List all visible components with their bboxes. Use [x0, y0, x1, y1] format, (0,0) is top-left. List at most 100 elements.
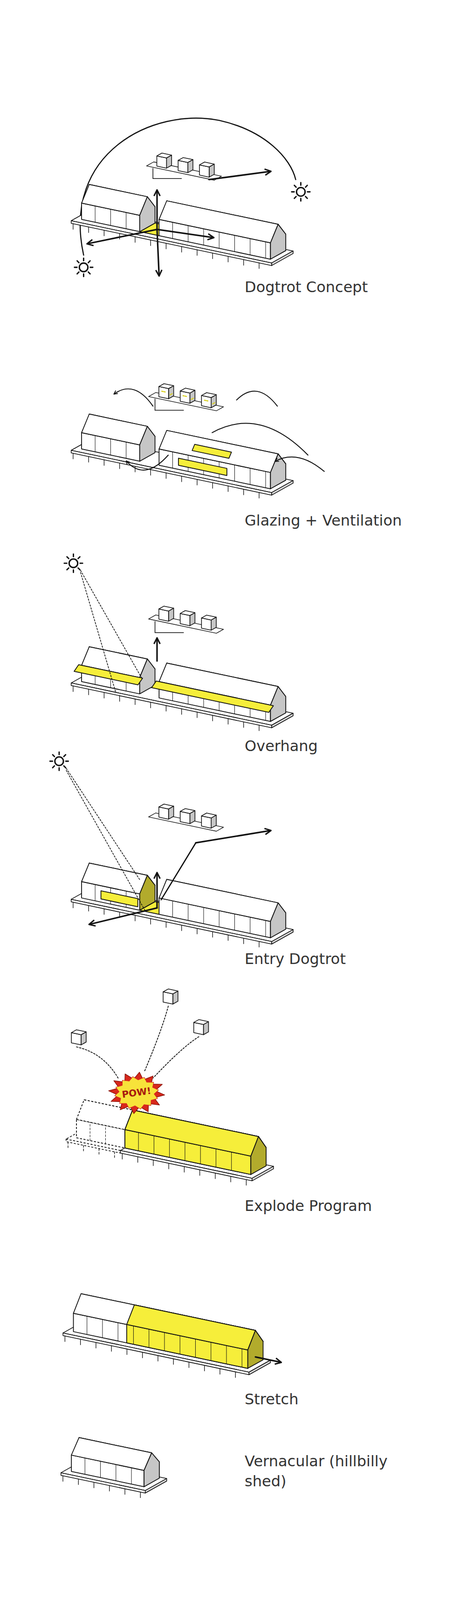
- deck-post: [83, 1145, 84, 1152]
- wall-post: [184, 1142, 186, 1161]
- sun-ray-line: [66, 770, 146, 912]
- glazing-strip: [191, 444, 232, 459]
- wall-post: [110, 209, 111, 226]
- deck-post: [212, 253, 213, 259]
- sun-ray: [300, 182, 302, 186]
- wall-post: [125, 212, 127, 229]
- wall-post: [100, 1461, 101, 1478]
- wall-post: [215, 1149, 217, 1168]
- wall-post: [131, 1467, 132, 1485]
- deck-post: [227, 256, 229, 262]
- sun-ray: [78, 556, 81, 559]
- link-line: [155, 621, 184, 633]
- deck-post: [165, 472, 167, 479]
- window-mark: [204, 400, 209, 402]
- vernacular-drawing: [61, 1437, 167, 1498]
- deck-post: [150, 918, 151, 925]
- sun-ray: [49, 760, 53, 762]
- wall-post: [84, 1458, 86, 1475]
- deck-post: [72, 685, 74, 692]
- sun-ray: [65, 760, 69, 762]
- sun-ray: [58, 767, 60, 771]
- wall-post: [102, 1319, 103, 1338]
- wall-post: [89, 1122, 91, 1141]
- deck-post: [168, 1163, 169, 1170]
- window-mark: [183, 395, 187, 397]
- entry-dogtrot-drawing: [49, 752, 294, 948]
- window-mark: [212, 402, 215, 404]
- front-roof: [158, 200, 278, 243]
- sun-ray: [300, 198, 302, 201]
- wall-post: [226, 1345, 227, 1364]
- wall-post: [138, 1132, 139, 1152]
- sun-symbol: [296, 187, 305, 197]
- sun-path: [80, 118, 296, 256]
- wall-post: [249, 238, 251, 255]
- deck-post: [227, 718, 229, 725]
- gable-end: [143, 1452, 160, 1488]
- sun-symbol: [79, 263, 88, 272]
- deck-post: [227, 486, 229, 492]
- sun-ray: [305, 185, 308, 188]
- gable-end: [247, 1330, 264, 1369]
- deck-post: [137, 1157, 138, 1163]
- sun-ray: [77, 260, 80, 263]
- caption-label: Glazing + Ventilation: [244, 510, 402, 531]
- direction-arrow: [156, 190, 158, 230]
- deck-post: [243, 489, 244, 495]
- deck-post: [111, 1345, 112, 1352]
- program-cube: [199, 162, 215, 168]
- sun-symbol: [54, 757, 64, 766]
- overhang-drawing: [64, 554, 294, 731]
- deck-post: [103, 692, 105, 699]
- sun-ray: [88, 260, 90, 263]
- sun-ray: [88, 272, 90, 275]
- deck-post: [181, 925, 182, 932]
- wall-post: [187, 904, 189, 921]
- wall-post: [95, 205, 96, 223]
- starburst: [108, 1072, 165, 1114]
- program-cube: [71, 1029, 87, 1035]
- sun-ray: [90, 266, 93, 268]
- airflow-arrow: [114, 389, 153, 407]
- wall-post: [210, 1342, 212, 1361]
- wall-post: [231, 1152, 232, 1171]
- wall-post: [234, 465, 235, 482]
- sun-ray: [78, 568, 81, 570]
- gable-end: [139, 426, 156, 462]
- deck-post: [72, 453, 74, 460]
- link-line: [152, 168, 182, 179]
- sun-ray: [305, 196, 308, 199]
- deck-post: [64, 1336, 66, 1342]
- wall-post: [219, 232, 220, 249]
- front-roof: [81, 414, 148, 446]
- direction-arrow: [195, 830, 271, 843]
- sun-ray: [64, 562, 67, 564]
- link-line: [161, 842, 196, 900]
- sun-ray: [72, 554, 75, 557]
- wall-post: [249, 917, 251, 934]
- sun-ray: [82, 258, 85, 261]
- program-cube: [178, 157, 193, 163]
- wall-post: [172, 452, 173, 469]
- wall-post: [105, 1125, 106, 1145]
- deck-post: [152, 1160, 154, 1166]
- wall-post: [164, 1332, 165, 1351]
- deck-post: [134, 466, 136, 473]
- deck-post: [212, 482, 213, 489]
- deck-post: [124, 1488, 125, 1495]
- program-cube: [157, 153, 172, 159]
- deck-post: [157, 1355, 158, 1362]
- program-cube: [201, 813, 217, 819]
- deck-post: [67, 1142, 69, 1148]
- deck-post: [230, 1176, 232, 1183]
- deck-post: [181, 246, 182, 253]
- deck-post: [219, 1368, 220, 1375]
- airflow-arrow: [126, 455, 169, 471]
- sound-effect-label: POW!: [121, 1086, 152, 1100]
- deck-post: [165, 922, 167, 928]
- deck-post: [103, 909, 105, 915]
- stretch-drawing: [62, 1294, 281, 1378]
- front-roof: [71, 1437, 152, 1471]
- deck-post: [134, 236, 136, 243]
